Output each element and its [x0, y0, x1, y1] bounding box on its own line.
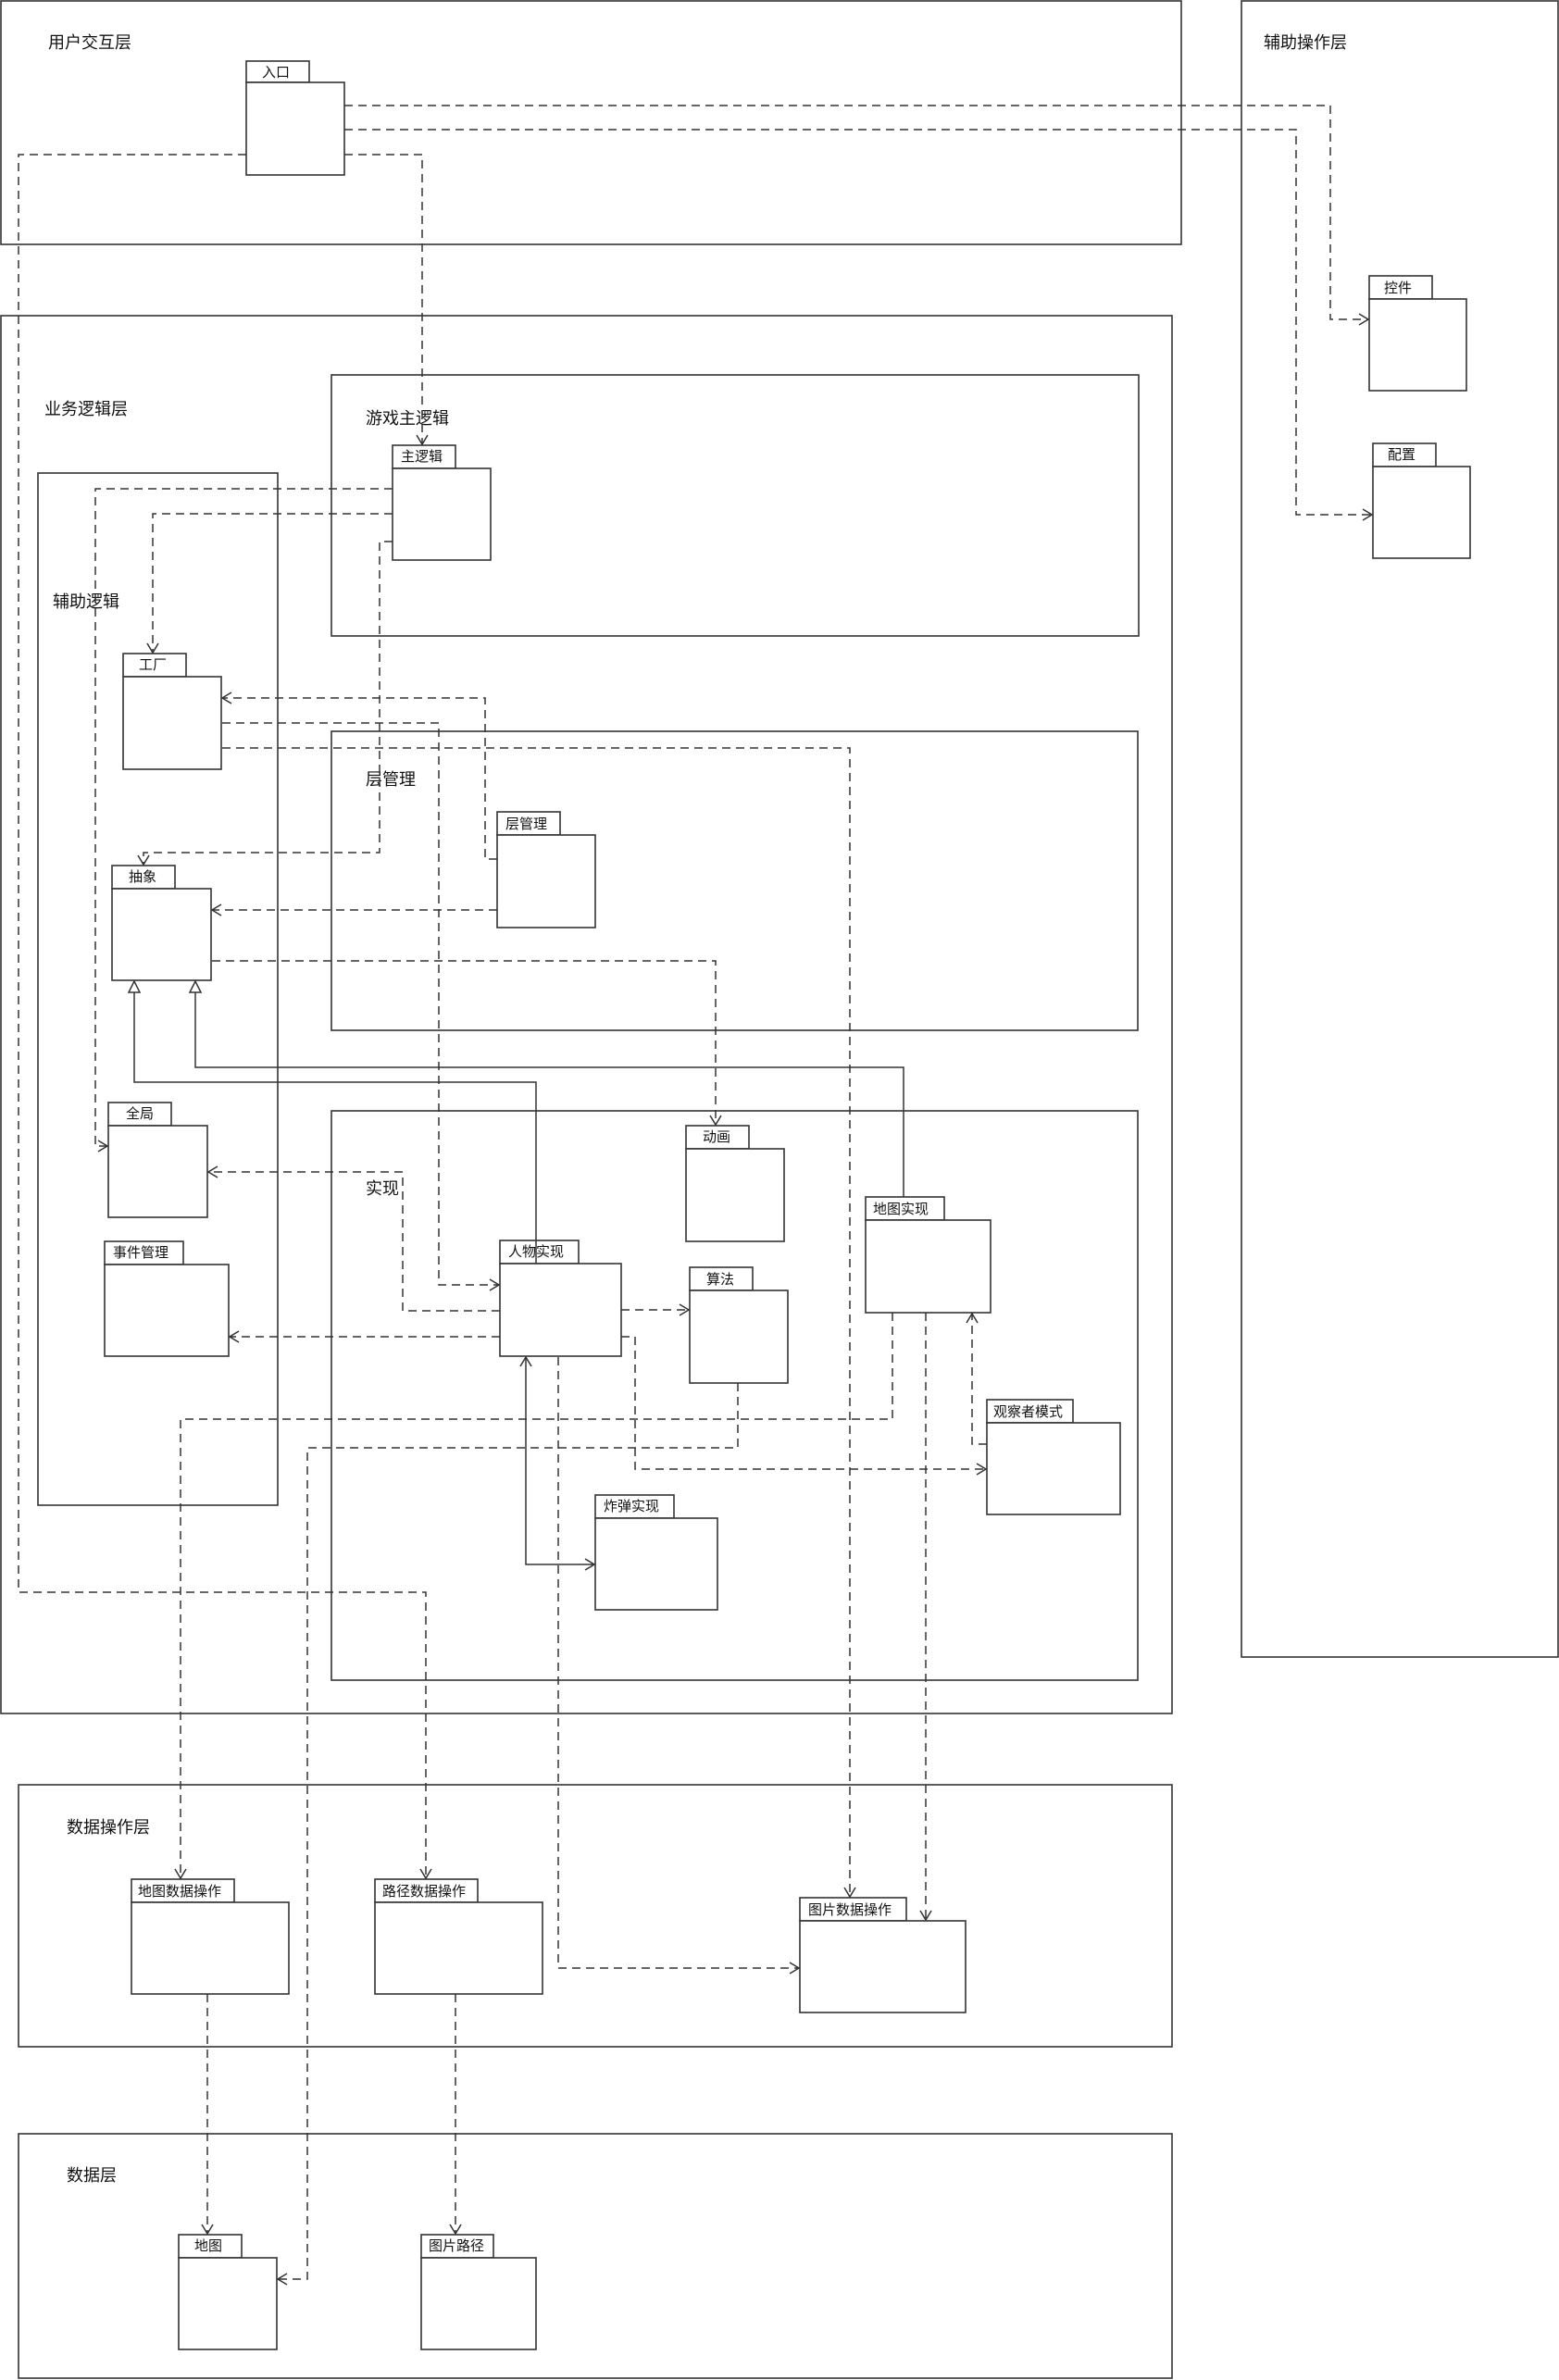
package-label-image-path: 图片路径: [429, 2237, 484, 2254]
frame-data-layer: 数据层: [18, 2133, 1173, 2379]
package-label-global: 全局: [126, 1105, 154, 1122]
edge-character-impl-to-global: [208, 1171, 500, 1312]
package-entry: 入口: [245, 60, 345, 176]
edge-factory-to-character-impl: [222, 722, 499, 1286]
edge-character-impl-bomb-impl: [525, 1357, 594, 1565]
package-path-data-ops: 路径数据操作: [374, 1878, 543, 1995]
package-label-algorithm: 算法: [706, 1271, 734, 1288]
edge-observer-to-map-impl: [971, 1314, 987, 1445]
package-map-impl: 地图实现: [865, 1196, 992, 1314]
package-label-main-logic: 主逻辑: [401, 448, 443, 465]
frame-title-business-layer: 业务逻辑层: [44, 400, 128, 419]
association-edges: [519, 1355, 596, 1571]
package-layer-manager: 层管理: [496, 811, 596, 928]
frame-aux-ops-layer: 辅助操作层: [1241, 0, 1559, 1658]
edge-main-logic-to-global: [94, 488, 393, 1147]
frame-game-main-logic: 游戏主逻辑: [331, 374, 1140, 637]
package-label-factory: 工厂: [139, 656, 167, 673]
frame-user-layer: 用户交互层: [0, 0, 1182, 245]
package-label-animation: 动画: [703, 1128, 730, 1145]
package-label-config: 配置: [1388, 446, 1416, 463]
package-map-data-ops: 地图数据操作: [131, 1878, 290, 1995]
package-map: 地图: [178, 2234, 278, 2350]
package-label-map-impl: 地图实现: [873, 1201, 929, 1217]
package-label-control: 控件: [1384, 280, 1412, 296]
frame-title-data-ops-layer: 数据操作层: [67, 1818, 150, 1838]
edge-algorithm-to-map: [278, 1383, 739, 2280]
package-label-image-data-ops: 图片数据操作: [808, 1901, 892, 1918]
package-label-abstract: 抽象: [129, 868, 156, 885]
edge-main-logic-to-abstract: [143, 541, 393, 865]
edge-factory-to-image-data-ops: [222, 747, 851, 1897]
edge-map-impl-extends-abstract: [194, 992, 904, 1197]
generalization-edges: [127, 979, 904, 1264]
edge-character-impl-to-image-data-ops: [557, 1357, 799, 1969]
frame-layer-mgmt: 层管理: [331, 730, 1139, 1031]
package-label-map: 地图: [194, 2237, 222, 2254]
package-label-event-mgmt: 事件管理: [113, 1244, 168, 1261]
frame-title-aux-ops-layer: 辅助操作层: [1264, 33, 1347, 53]
frame-title-impl: 实现: [366, 1179, 399, 1199]
package-label-map-data-ops: 地图数据操作: [138, 1883, 221, 1900]
edge-entry-to-config: [344, 129, 1372, 516]
dependency-edges: [18, 105, 1374, 2286]
frame-data-ops-layer: 数据操作层: [18, 1784, 1173, 2048]
edge-layer-manager-to-factory: [222, 697, 497, 860]
edge-character-impl-extends-abstract: [133, 992, 537, 1264]
edge-entry-to-path-data-ops: [18, 154, 427, 1878]
package-label-layer-manager: 层管理: [505, 816, 547, 832]
frame-title-game-main-logic: 游戏主逻辑: [366, 409, 449, 429]
package-observer: 观察者模式: [986, 1399, 1121, 1515]
package-image-path: 图片路径: [420, 2234, 537, 2350]
frame-business-layer: 业务逻辑层: [0, 315, 1173, 1714]
package-label-bomb-impl: 炸弹实现: [604, 1498, 659, 1514]
package-character-impl: 人物实现: [499, 1240, 622, 1357]
package-label-observer: 观察者模式: [993, 1403, 1063, 1420]
package-event-mgmt: 事件管理: [104, 1240, 230, 1357]
package-control: 控件: [1368, 275, 1467, 392]
package-global: 全局: [107, 1102, 208, 1218]
edge-map-impl-to-map-data-ops: [180, 1313, 893, 1878]
edge-main-logic-to-factory: [152, 513, 393, 653]
frame-impl: 实现: [331, 1110, 1139, 1681]
package-label-path-data-ops: 路径数据操作: [382, 1883, 466, 1900]
package-algorithm: 算法: [689, 1266, 789, 1384]
frame-aux-logic: 辅助逻辑: [37, 472, 279, 1506]
package-abstract: 抽象: [111, 865, 212, 981]
package-main-logic: 主逻辑: [392, 444, 492, 561]
package-label-entry: 入口: [262, 64, 290, 81]
frame-title-data-layer: 数据层: [67, 2166, 117, 2186]
package-animation: 动画: [685, 1125, 785, 1242]
frame-title-layer-mgmt: 层管理: [366, 770, 416, 790]
frame-title-aux-logic: 辅助逻辑: [53, 592, 119, 612]
edge-abstract-to-animation: [212, 960, 717, 1125]
edge-character-impl-to-observer: [621, 1336, 986, 1470]
edge-entry-to-main-logic: [344, 154, 423, 444]
package-image-data-ops: 图片数据操作: [799, 1897, 967, 2013]
package-config: 配置: [1372, 442, 1471, 559]
frame-title-user-layer: 用户交互层: [48, 33, 131, 53]
edge-entry-to-control: [344, 105, 1368, 320]
package-factory: 工厂: [122, 653, 222, 770]
package-bomb-impl: 炸弹实现: [594, 1494, 718, 1611]
